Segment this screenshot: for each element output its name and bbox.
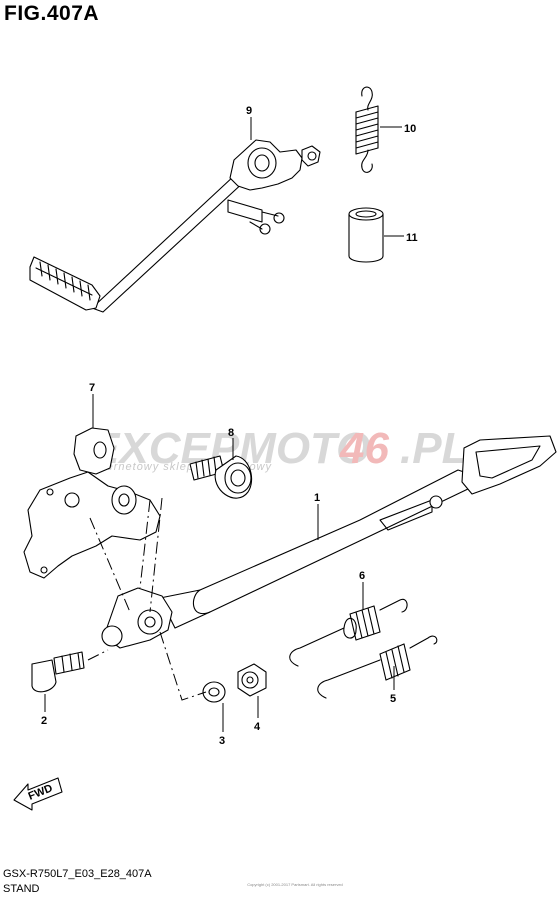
callout-7: 7 — [89, 382, 95, 394]
callout-2: 2 — [41, 715, 47, 727]
part-7-bracket — [23, 427, 173, 649]
callout-1: 1 — [314, 492, 320, 504]
part-8-bolt — [189, 455, 253, 499]
watermark-brand-part2: 46 — [339, 424, 389, 473]
callout-8: 8 — [228, 427, 234, 439]
figure-title: FIG.407A — [4, 2, 100, 25]
model-code: GSX-R750L7_E03_E28_407A — [3, 868, 152, 880]
callout-9: 9 — [246, 105, 252, 117]
callout-11: 11 — [406, 232, 418, 244]
watermark: EXCEPMOTO 46 .PL internetowy sklep motoc… — [90, 424, 468, 473]
callout-4: 4 — [254, 721, 261, 733]
part-10-spring — [355, 86, 379, 173]
callout-5: 5 — [390, 693, 396, 705]
part-5-spring — [317, 635, 438, 699]
callout-3: 3 — [219, 735, 225, 747]
part-6-spring — [289, 598, 408, 667]
section-name: STAND — [3, 883, 40, 895]
part-4-nut — [237, 663, 267, 697]
callout-10: 10 — [404, 123, 416, 135]
part-2-bolt — [31, 651, 85, 693]
copyright-notice: Copyright (c) 2001-2017 Partsmart. All r… — [247, 882, 343, 887]
watermark-brand-part3: .PL — [400, 424, 468, 473]
part-9-pedal — [29, 139, 321, 313]
part-3-washer — [202, 681, 226, 703]
callouts: 9 10 11 7 8 1 6 5 2 3 4 — [41, 105, 418, 747]
part-1-side-stand — [159, 435, 557, 629]
fwd-arrow: FWD — [13, 777, 63, 811]
part-11-bushing — [348, 207, 384, 263]
alignment-lines — [87, 497, 207, 701]
callout-6: 6 — [359, 570, 365, 582]
